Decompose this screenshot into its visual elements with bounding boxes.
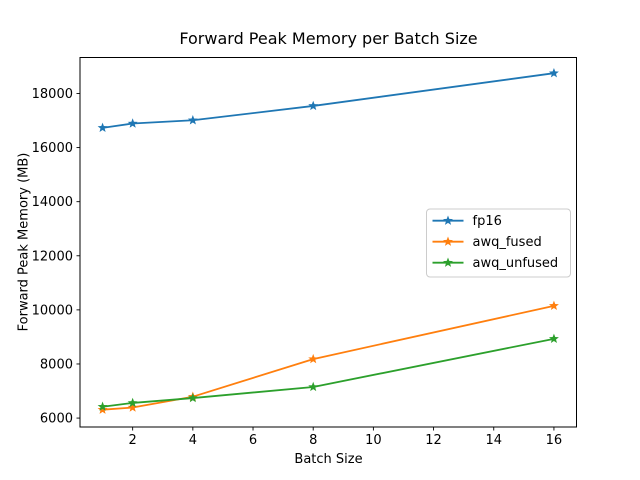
- legend-entry: awq_unfused: [432, 256, 559, 271]
- data-point-marker: [187, 392, 198, 403]
- x-tick-label: 4: [189, 433, 197, 448]
- x-tick-label: 8: [309, 433, 317, 448]
- data-point-marker: [127, 118, 138, 128]
- y-tick-label: 8000: [40, 357, 73, 372]
- data-point-marker: [97, 401, 108, 411]
- legend-star-icon: [443, 257, 453, 267]
- x-tick-label: 6: [249, 433, 257, 448]
- series-line: [101, 304, 555, 411]
- y-tick-label: 6000: [40, 412, 73, 427]
- legend-label: awq_unfused: [473, 256, 559, 271]
- x-tick-label: 2: [129, 433, 137, 448]
- legend-label: fp16: [473, 214, 502, 229]
- data-point-marker: [97, 404, 108, 414]
- legend: fp16 awq_fused awq_unfused: [426, 208, 571, 278]
- x-tick-label: 12: [425, 433, 442, 448]
- legend-star-icon: [443, 215, 453, 225]
- x-tick-label: 16: [546, 433, 563, 448]
- data-point-marker: [308, 100, 319, 111]
- data-point-marker: [308, 381, 319, 392]
- x-axis-label: Batch Size: [294, 452, 363, 467]
- series-line: [101, 337, 555, 408]
- legend-entry: fp16: [432, 214, 502, 229]
- data-point-marker: [187, 115, 198, 125]
- y-axis: 6000 8000 10000 12000 14000 16000 18000: [32, 87, 80, 427]
- y-tick-label: 12000: [32, 249, 73, 264]
- y-tick-label: 16000: [32, 141, 73, 156]
- data-point-marker: [548, 67, 559, 78]
- legend-label: awq_fused: [473, 235, 542, 250]
- x-tick-label: 14: [485, 433, 502, 448]
- data-point-marker: [548, 300, 559, 311]
- series-awq_unfused: [97, 333, 559, 411]
- data-point-marker: [548, 333, 559, 344]
- legend-star-icon: [443, 236, 453, 246]
- series-line: [101, 72, 555, 129]
- chart-title: Forward Peak Memory per Batch Size: [179, 29, 478, 48]
- y-tick-label: 14000: [32, 195, 73, 210]
- data-point-marker: [127, 397, 138, 408]
- data-point-marker: [308, 353, 319, 364]
- data-point-marker: [97, 122, 108, 133]
- y-tick-label: 10000: [32, 303, 73, 318]
- x-axis: 2 4 6 8 10 12 14 16: [129, 427, 563, 448]
- legend-entry: awq_fused: [432, 235, 542, 250]
- series-awq_fused: [97, 300, 559, 414]
- y-tick-label: 18000: [32, 87, 73, 102]
- series-fp16: [97, 67, 559, 133]
- x-tick-label: 10: [365, 433, 382, 448]
- data-point-marker: [127, 402, 138, 412]
- legend-box: [426, 208, 571, 278]
- axes-frame: [79, 57, 577, 428]
